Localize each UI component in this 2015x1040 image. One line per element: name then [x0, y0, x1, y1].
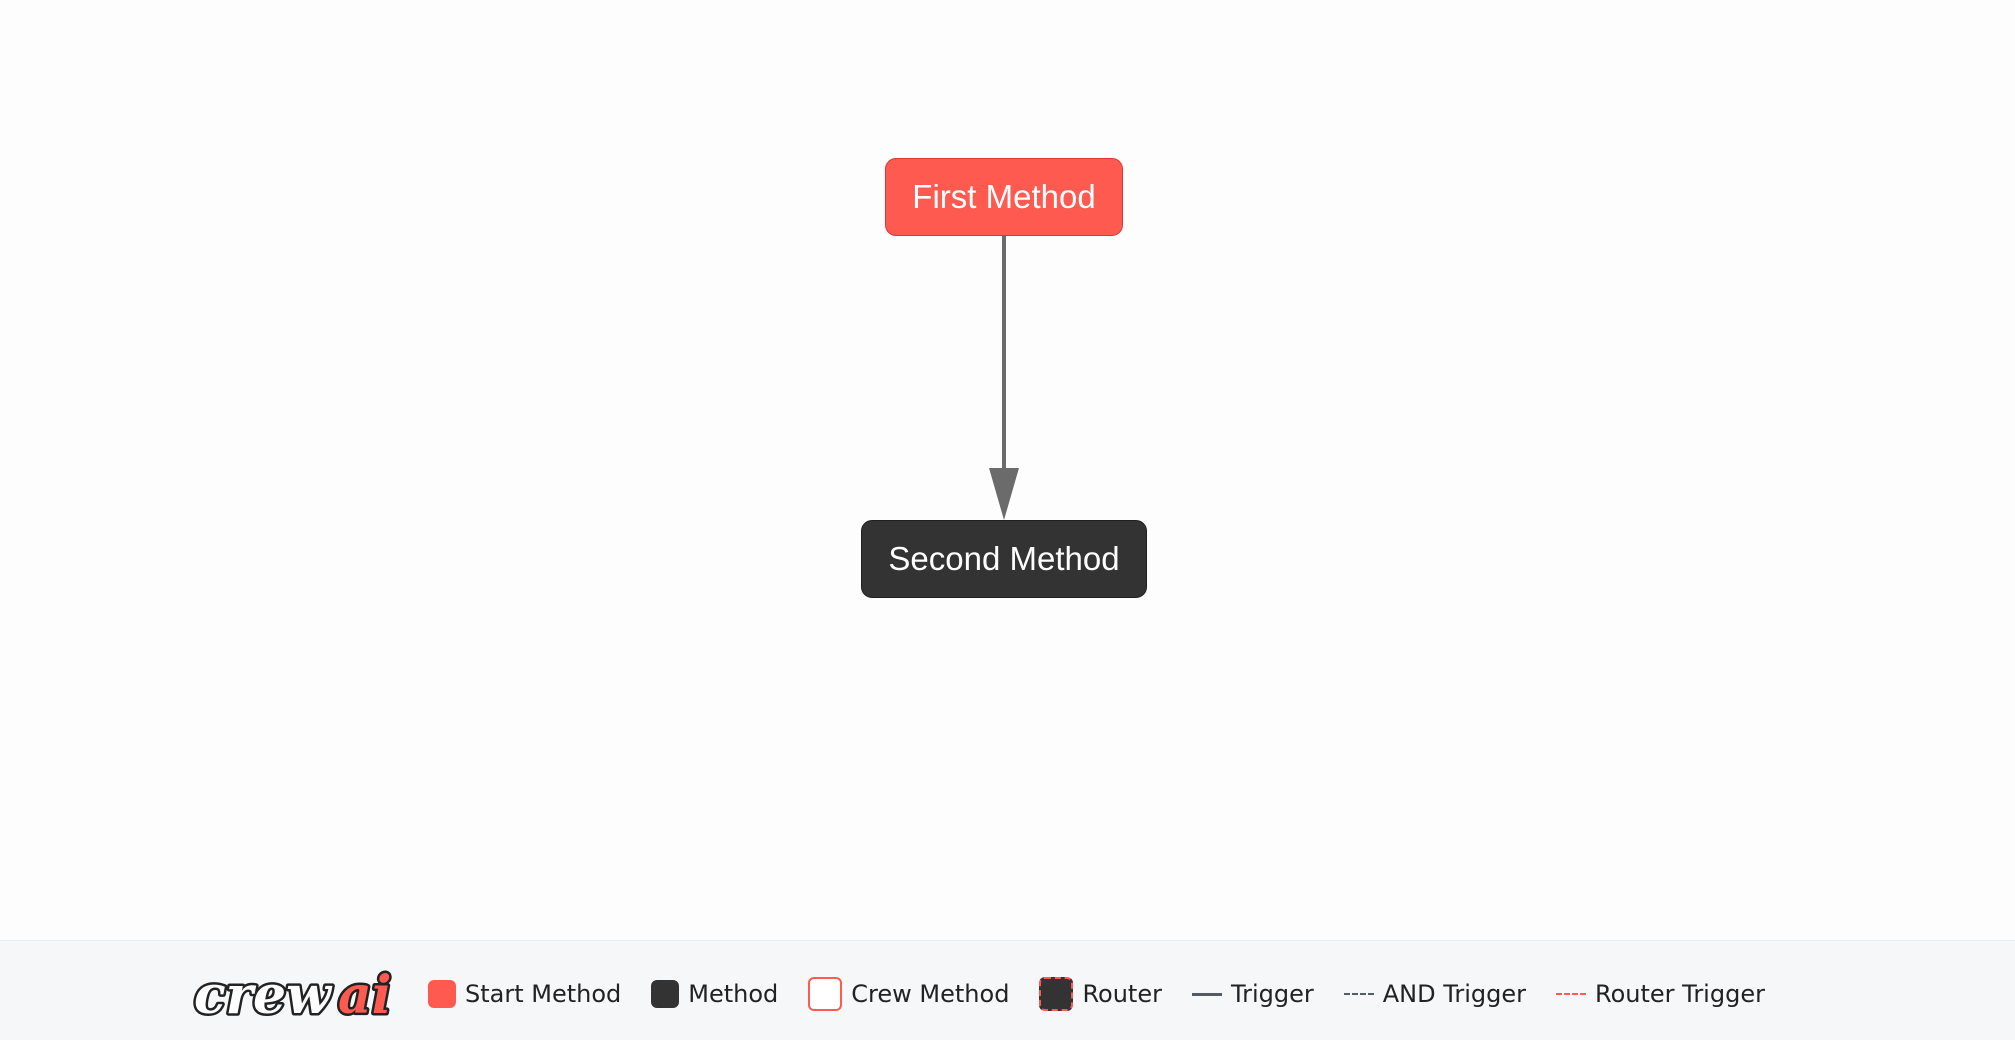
node-second-method[interactable]: Second Method: [861, 520, 1147, 598]
legend-start-method: Start Method: [428, 980, 621, 1008]
method-swatch-icon: [651, 980, 680, 1008]
router-swatch-icon: [1039, 977, 1074, 1011]
legend-router: Router: [1039, 977, 1162, 1011]
legend-trigger: Trigger: [1191, 980, 1314, 1008]
legend-label: Crew Method: [851, 980, 1010, 1008]
edge-first-to-second[interactable]: [989, 236, 1019, 520]
legend-label: Method: [688, 980, 779, 1008]
legend-label: Start Method: [465, 980, 622, 1008]
legend-label: AND Trigger: [1382, 980, 1527, 1008]
legend-label: Router: [1082, 980, 1162, 1008]
svg-text:ai: ai: [338, 965, 391, 1026]
legend-items: crew ai Start Method Method Crew Method …: [188, 961, 1795, 1028]
and-trigger-line-icon: [1343, 993, 1374, 995]
legend-label: Router Trigger: [1595, 980, 1765, 1008]
svg-text:crew: crew: [194, 965, 333, 1026]
flow-canvas[interactable]: First Method Second Method: [0, 0, 2015, 940]
legend-method: Method: [651, 980, 778, 1008]
legend-bar: crew ai Start Method Method Crew Method …: [0, 940, 2015, 1040]
crewai-logo: crew ai: [192, 963, 394, 1028]
start-method-swatch-icon: [428, 980, 456, 1008]
edge-arrowhead-icon: [989, 468, 1019, 520]
legend-label: Trigger: [1230, 980, 1314, 1008]
router-trigger-line-icon: [1556, 993, 1587, 995]
edges-layer: [989, 236, 1019, 520]
legend-crew-method: Crew Method: [808, 977, 1009, 1011]
legend-and-trigger: AND Trigger: [1343, 980, 1527, 1008]
trigger-line-icon: [1191, 992, 1222, 996]
legend-router-trigger: Router Trigger: [1556, 980, 1765, 1008]
node-first-method[interactable]: First Method: [885, 158, 1123, 236]
crew-method-swatch-icon: [808, 977, 843, 1011]
